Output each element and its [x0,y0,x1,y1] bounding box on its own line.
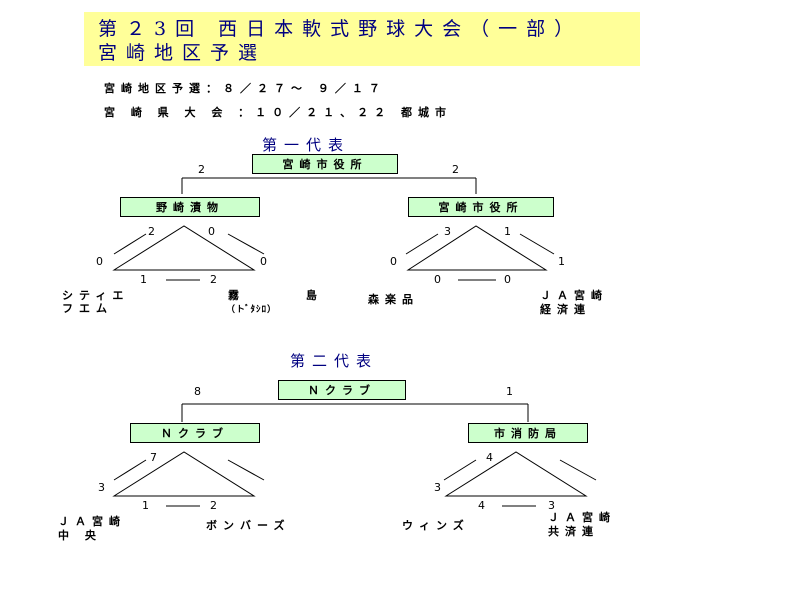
rep2-team-ja-chuo-line2: 中 央 [58,529,102,542]
rep1-left-score-bottom-right: 2 [210,273,217,286]
rep2-left-tick-right [227,459,265,481]
rep2-left-triangle [112,451,256,497]
rep1-team-kirishima-line1: 霧 島 [228,289,323,302]
rep1-team-morirakuhin: 森楽品 [368,293,419,306]
rep2-right-triangle [444,451,588,497]
rep1-team-ja-keizairen-line2: 経済連 [540,303,591,316]
rep1-label: 第一代表 [262,136,351,154]
rep2-label: 第二代表 [290,352,379,370]
rep2-left-score-bottom-right: 2 [210,499,217,512]
rep2-right-score-bottom-left: 4 [478,499,485,512]
rep2-left-score-left: 3 [98,481,105,494]
rep1-right-score-bottom-right: 0 [504,273,511,286]
rep2-winner-box: Ｎクラブ [278,380,406,400]
rep2-team-ja-kyosairen-line1: ＪＡ宮崎 [548,511,616,524]
rep1-right-score-top-right: 1 [504,225,511,238]
rep2-right-score-bottom-right: 3 [548,499,555,512]
rep2-team-winds: ウィンズ [402,519,470,532]
rep1-winner-box: 宮崎市役所 [252,154,398,174]
rep2-final-left-score: 8 [194,385,201,398]
rep1-right-score-top-left: 3 [444,225,451,238]
rep2-team-ja-chuo-line1: ＪＡ宮崎 [58,515,126,528]
rep1-left-tick-left [113,233,147,255]
rep1-left-triangle [112,225,256,271]
rep1-team-kirishima-line2: （トﾞﾀｼﾛ） [226,305,278,315]
qualifier-dates: 宮崎地区予選：８／２７～ ９／１７ [104,82,386,95]
rep1-right-score-left: 0 [390,255,397,268]
rep1-left-score-top-left: 2 [148,225,155,238]
rep1-semi-right-box: 宮崎市役所 [408,197,554,217]
tournament-title: 第２3回 西日本軟式野球大会（一部） [98,18,583,40]
rep2-right-score-left: 3 [434,481,441,494]
rep1-final-right-score: 2 [452,163,459,176]
rep1-right-tick-left [405,233,439,255]
rep1-left-score-top-right: 0 [208,225,215,238]
rep2-right-score-top-left: 4 [486,451,493,464]
rep2-left-tick-left [113,459,147,481]
rep1-final-left-score: 2 [198,163,205,176]
rep2-semi-left-box: Ｎクラブ [130,423,260,443]
rep2-team-ja-kyosairen-line2: 共済連 [548,525,599,538]
rep2-semi-right-box: 市消防局 [468,423,588,443]
title-banner: 第２3回 西日本軟式野球大会（一部） 宮崎地区予選 [84,12,640,66]
rep1-team-ja-keizairen-line1: ＪＡ宮崎 [540,289,608,302]
rep1-left-score-right: 0 [260,255,267,268]
rep1-left-score-left: 0 [96,255,103,268]
rep2-team-bombers: ボンバーズ [206,519,291,532]
tournament-subtitle: 宮崎地区予選 [98,42,267,64]
rep2-final-right-score: 1 [506,385,513,398]
rep1-team-city-line2: フエム [62,302,113,315]
rep2-left-score-top-left: 7 [150,451,157,464]
rep2-left-score-bottom-left: 1 [142,499,149,512]
rep1-left-score-bottom-left: 1 [140,273,147,286]
rep2-right-tick-right [559,459,597,481]
rep1-right-tick-right [519,233,555,255]
rep1-left-tick-right [227,233,265,255]
rep1-right-triangle [406,225,548,271]
rep1-right-score-bottom-left: 0 [434,273,441,286]
rep1-semi-left-box: 野崎漬物 [120,197,260,217]
rep2-right-tick-left [443,459,477,481]
rep1-team-city-line1: シティエ [62,289,130,302]
rep1-right-score-right: 1 [558,255,565,268]
prefectural-dates: 宮 崎 県 大 会 ：１０／２１、２２ 都城市 [104,106,452,119]
